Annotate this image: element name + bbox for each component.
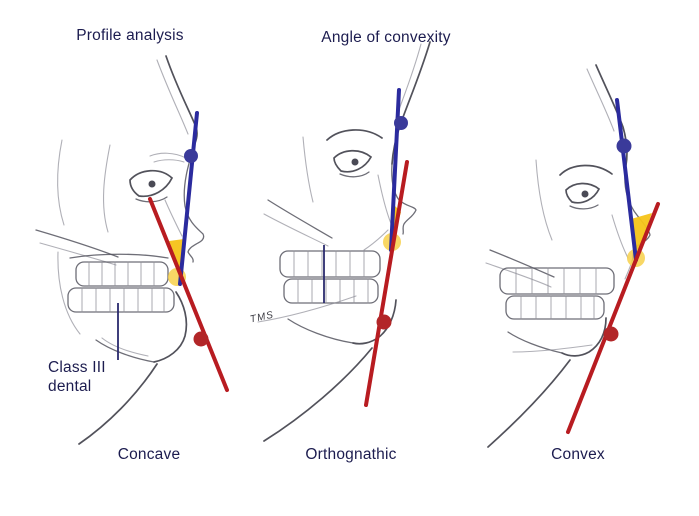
caption-orthognathic: Orthognathic — [305, 446, 397, 463]
orthognathic-pogonion-dot — [376, 314, 392, 330]
caption-convex: Convex — [551, 446, 605, 463]
concave-convexity-line — [148, 197, 229, 392]
heading-angle-of-convexity: Angle of convexity — [321, 29, 451, 46]
heading-profile-analysis: Profile analysis — [76, 27, 184, 44]
concave-nasion-dot — [184, 149, 198, 163]
convex-convexity-line — [566, 202, 660, 434]
orthognathic-skull-sketch — [257, 41, 431, 442]
orthognathic-convexity-line — [364, 160, 409, 407]
concave-skull-sketch — [35, 55, 205, 445]
concave-annotations — [117, 111, 229, 392]
class-iii-line2: dental — [48, 377, 92, 395]
convex-skull-sketch — [485, 64, 651, 448]
orthognathic-facial-plane-line — [389, 88, 401, 252]
class-iii-line1: Class III — [48, 359, 106, 376]
class-iii-dental-annotation: Class III dental — [48, 359, 138, 396]
orthognathic-annotations — [323, 88, 409, 407]
orthognathic-nasion-dot — [394, 116, 408, 130]
concave-pogonion-dot — [193, 331, 209, 347]
concave-facial-plane-line — [178, 111, 199, 286]
convex-annotations — [566, 98, 660, 434]
convex-pogonion-dot — [603, 326, 619, 342]
convex-nasion-dot — [616, 138, 632, 154]
caption-concave: Concave — [117, 446, 181, 463]
convex-facial-plane-line — [615, 98, 638, 262]
